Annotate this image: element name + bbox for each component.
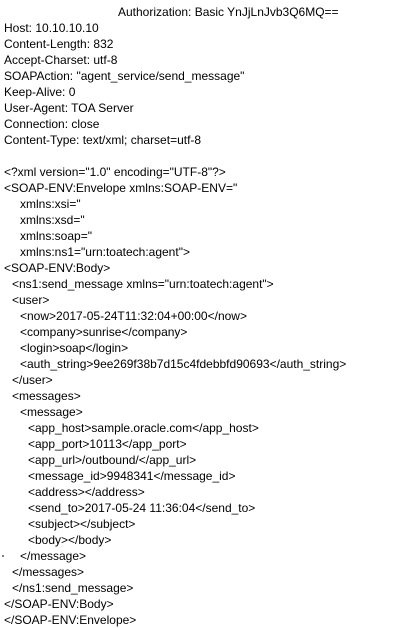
xml-ns-soap: xmlns:soap=" [20, 229, 92, 243]
xml-send-to: <send_to>2017-05-24 11:36:04</send_to> [28, 501, 256, 515]
xml-envelope-open: <SOAP-ENV:Envelope xmlns:SOAP-ENV=" [4, 181, 238, 195]
header-keep-alive: Keep-Alive: 0 [4, 85, 76, 99]
header-soapaction: SOAPAction: "agent_service/send_message" [4, 69, 245, 83]
header-authorization: Authorization: Basic YnJjLnJvb3Q6MQ== [118, 5, 339, 19]
xml-app-port: <app_port>10113</app_port> [28, 437, 187, 451]
header-host: Host: 10.10.10.10 [4, 21, 99, 35]
xml-body-close: </SOAP-ENV:Body> [4, 597, 114, 611]
xml-subject: <subject></subject> [28, 517, 136, 531]
xml-auth-string: <auth_string>9ee269f38b7d15c4fdebbfd9069… [20, 357, 347, 371]
header-content-length: Content-Length: 832 [4, 37, 114, 51]
stray-dot-mark [2, 555, 4, 557]
header-accept-charset: Accept-Charset: utf-8 [4, 53, 118, 67]
xml-app-url: <app_url>/outbound/</app_url> [28, 453, 197, 467]
xml-message-open: <message> [20, 405, 83, 419]
xml-now: <now>2017-05-24T11:32:04+00:00</now> [20, 309, 247, 323]
xml-address: <address></address> [28, 485, 145, 499]
xml-messages-close: </messages> [12, 565, 85, 579]
xml-body-open: <SOAP-ENV:Body> [4, 261, 111, 275]
header-connection: Connection: close [4, 117, 100, 131]
xml-send-message-close: </ns1:send_message> [12, 581, 134, 595]
header-content-type: Content-Type: text/xml; charset=utf-8 [4, 133, 202, 147]
xml-ns-ns1: xmlns:ns1="urn:toatech:agent"> [20, 245, 190, 259]
xml-login: <login>soap</login> [20, 341, 129, 355]
xml-ns-xsi: xmlns:xsi=" [20, 197, 81, 211]
xml-declaration: <?xml version="1.0" encoding="UTF-8"?> [4, 165, 226, 179]
xml-ns-xsd: xmlns:xsd=" [20, 213, 85, 227]
xml-body-element: <body></body> [28, 533, 112, 547]
xml-user-open: <user> [12, 293, 50, 307]
xml-user-close: </user> [12, 373, 53, 387]
xml-company: <company>sunrise</company> [20, 325, 188, 339]
xml-envelope-close: </SOAP-ENV:Envelope> [4, 613, 137, 627]
xml-message-close: </message> [20, 549, 87, 563]
xml-send-message-open: <ns1:send_message xmlns="urn:toatech:age… [12, 277, 274, 291]
header-user-agent: User-Agent: TOA Server [4, 101, 134, 115]
xml-app-host: <app_host>sample.oracle.com</app_host> [28, 421, 259, 435]
xml-message-id: <message_id>9948341</message_id> [28, 469, 236, 483]
xml-messages-open: <messages> [12, 389, 81, 403]
